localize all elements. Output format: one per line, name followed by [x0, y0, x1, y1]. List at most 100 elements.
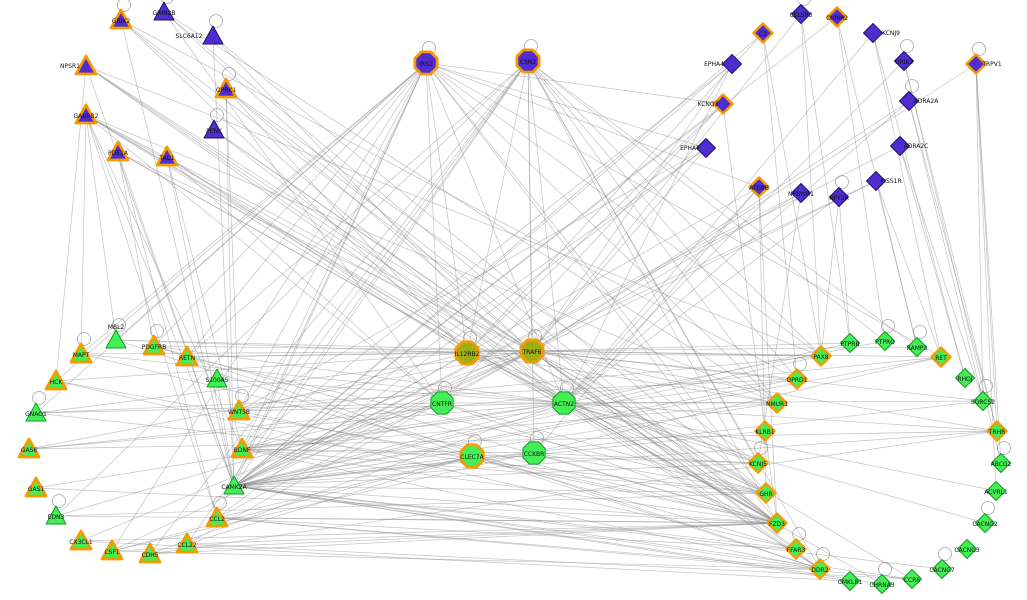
node-PDGFRB[interactable]: PDGFRB: [142, 324, 167, 356]
node-ACTN2[interactable]: ACTN2: [552, 381, 576, 415]
node-MAPT[interactable]: MAPT: [69, 332, 93, 364]
node-C2[interactable]: C2: [752, 22, 774, 44]
node-CCL22[interactable]: CCL22: [175, 532, 199, 554]
node-EPHA4[interactable]: EPHA4: [704, 54, 742, 74]
node-CSN2[interactable]: CSN2: [515, 39, 541, 74]
node-PDE1A[interactable]: PDE1A: [106, 140, 130, 162]
edge: [233, 485, 767, 494]
edge: [163, 11, 778, 404]
node-label: IL12RB2: [455, 351, 480, 358]
node-IRS1[interactable]: IRS1: [413, 41, 439, 76]
node-GRIN2B[interactable]: GRIN2B: [152, 0, 176, 21]
node-CHRNA3[interactable]: CHRNA3: [869, 562, 895, 594]
node-label: GABRB2: [74, 113, 99, 120]
node-TRAF6[interactable]: TRAF6: [519, 329, 545, 364]
node-PAX8[interactable]: PAX8: [810, 345, 832, 367]
node-KCNQ3[interactable]: KCNQ3: [698, 93, 734, 115]
node-CCL2[interactable]: CCL2: [205, 496, 229, 528]
node-ADRA2A[interactable]: ADRA2A: [899, 79, 940, 111]
node-PENK[interactable]: PENK: [203, 108, 225, 139]
node-KCNJ9[interactable]: KCNJ9: [863, 23, 901, 43]
octagon-shape: [522, 441, 546, 465]
node-CMKLR1[interactable]: CMKLR1: [838, 571, 863, 591]
edge: [111, 550, 821, 570]
node-SORCS2[interactable]: SORCS2: [971, 379, 995, 411]
node-DDR2[interactable]: DDR2: [809, 547, 831, 580]
node-PTPRB[interactable]: PTPRB: [840, 333, 860, 353]
node-CCKBR[interactable]: CCKBR: [522, 431, 546, 465]
edge: [216, 62, 427, 519]
node-OPRK1[interactable]: OPRK1: [214, 67, 238, 99]
node-CDH5[interactable]: CDH5: [138, 542, 162, 564]
edge: [527, 60, 535, 454]
edge: [875, 180, 942, 358]
node-KLRB1[interactable]: KLRB1: [754, 420, 776, 442]
node-GRIK2[interactable]: GRIK2: [109, 0, 133, 30]
node-MBL2[interactable]: MBL2: [105, 318, 127, 349]
node-GHR[interactable]: GHR: [755, 482, 777, 504]
node-NMUR1[interactable]: NMUR1: [766, 392, 788, 414]
node-label: FFAR3: [787, 547, 806, 554]
node-GABRB2[interactable]: GABRB2: [74, 103, 99, 125]
edge: [872, 32, 966, 379]
node-TAC1[interactable]: TAC1: [155, 145, 179, 167]
node-EPHA7[interactable]: EPHA7: [680, 138, 716, 158]
node-GAS1[interactable]: GAS1: [24, 476, 48, 498]
node-SLC6A12[interactable]: SLC6A12: [176, 14, 224, 45]
node-WNT5B[interactable]: WNT5B: [227, 389, 251, 421]
node-KISS1R[interactable]: KISS1R: [866, 171, 902, 191]
node-HCK[interactable]: HCK: [44, 369, 68, 391]
node-CELSR3[interactable]: CELSR3: [789, 0, 813, 24]
node-label: SORCS2: [971, 399, 995, 406]
node-ABCG2[interactable]: ABCG2: [991, 441, 1012, 473]
node-ATG9B[interactable]: ATG9B: [748, 176, 770, 198]
edge: [149, 430, 998, 555]
node-RET[interactable]: RET: [930, 346, 952, 368]
node-RAMP3[interactable]: RAMP3: [907, 325, 928, 357]
node-CHRM2[interactable]: CHRM2: [826, 6, 848, 28]
node-CACNG2[interactable]: CACNG2: [972, 501, 998, 533]
node-CAMK2A[interactable]: CAMK2A: [221, 475, 248, 495]
node-label: KISS1R: [880, 178, 901, 185]
node-ADRA2C[interactable]: ADRA2C: [890, 136, 929, 156]
node-CX3CL1[interactable]: CX3CL1: [69, 529, 93, 551]
node-CACNG7[interactable]: CACNG7: [929, 547, 955, 579]
edge: [35, 402, 565, 489]
node-FFAR3[interactable]: FFAR3: [785, 527, 807, 560]
node-CSF1[interactable]: CSF1: [100, 539, 124, 561]
edge: [908, 100, 984, 402]
edge: [166, 156, 468, 354]
node-RHOJ[interactable]: RHOJ: [955, 368, 975, 388]
node-label: OPRD1: [787, 377, 808, 384]
node-IL12RB2[interactable]: IL12RB2: [454, 331, 480, 366]
node-GRIK3[interactable]: GRIK3: [894, 39, 914, 71]
node-FZD3[interactable]: FZD3: [766, 512, 788, 534]
node-ACVRL1[interactable]: ACVRL1: [984, 481, 1008, 501]
node-TRHR[interactable]: TRHR: [986, 420, 1008, 442]
edge: [233, 180, 877, 487]
node-NPY2R[interactable]: NPY2R: [829, 175, 849, 207]
node-GAS6[interactable]: GAS6: [17, 437, 41, 459]
node-OPRD1[interactable]: OPRD1: [786, 357, 808, 390]
node-TRPV1[interactable]: TRPV1: [965, 42, 1002, 75]
edge: [466, 32, 764, 354]
node-S100A5[interactable]: S100A5: [205, 368, 229, 388]
node-NPBWR1[interactable]: NPBWR1: [788, 183, 814, 203]
node-PTPRO[interactable]: PTPRO: [875, 319, 895, 351]
edge: [55, 492, 767, 517]
node-GNAO1[interactable]: GNAO1: [25, 391, 47, 422]
node-RETN[interactable]: RETN: [175, 345, 199, 367]
node-KCNJ5[interactable]: KCNJ5: [747, 441, 769, 474]
diamond-shape: [722, 54, 742, 74]
edge: [111, 522, 778, 552]
node-label: NPY2R: [829, 195, 849, 202]
self-loop: [881, 319, 895, 333]
node-CACNG3[interactable]: CACNG3: [954, 539, 980, 559]
node-BDNF[interactable]: BDNF: [230, 437, 254, 459]
node-CNTFR[interactable]: CNTFR: [430, 381, 454, 415]
diamond-shape: [991, 453, 1011, 473]
node-EDN3[interactable]: EDN3: [45, 494, 67, 525]
node-CCR6[interactable]: CCR6: [902, 569, 922, 589]
node-NPSR1[interactable]: NPSR1: [60, 54, 98, 76]
node-CLEC7A[interactable]: CLEC7A: [459, 434, 485, 469]
